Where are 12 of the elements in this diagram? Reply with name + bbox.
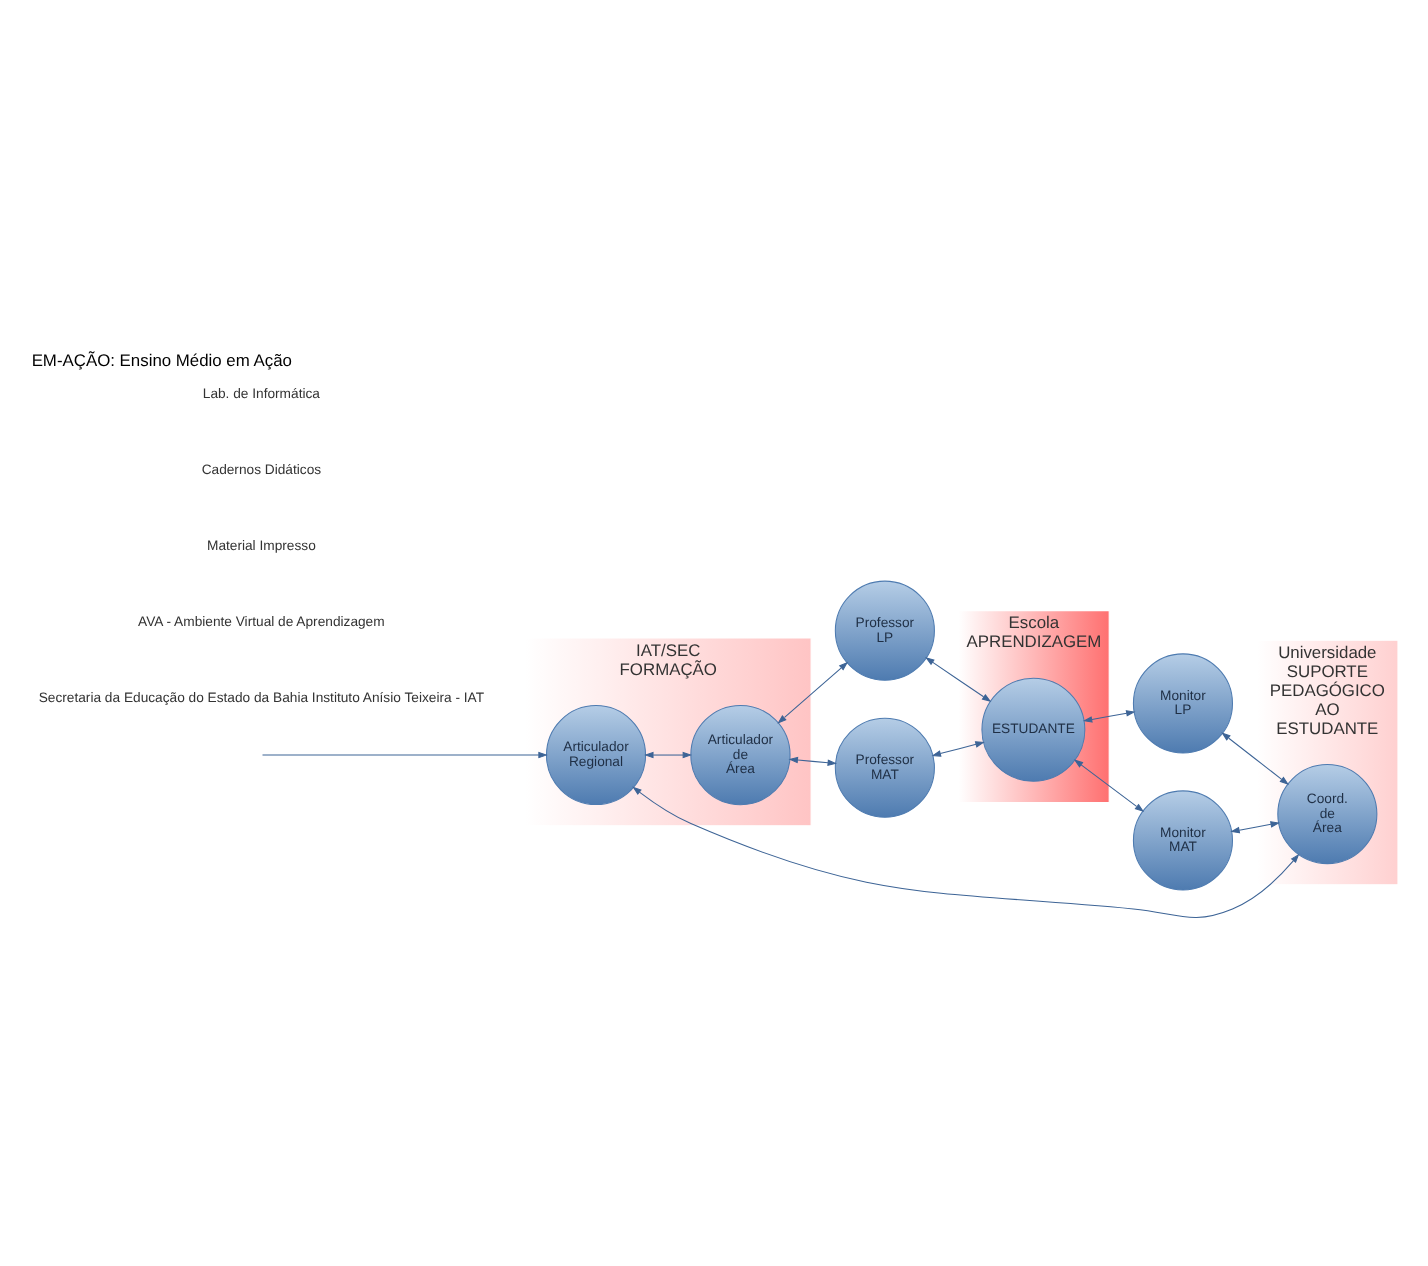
arrow (644, 751, 693, 759)
arrow (1230, 821, 1280, 834)
arrow (788, 756, 838, 766)
arrow (925, 657, 992, 702)
diagram-title: EM-AÇÃO: Ensino Médio em Ação (31, 349, 292, 370)
arrow (777, 661, 849, 724)
arrow (931, 741, 985, 757)
arrow (1073, 759, 1145, 813)
arrow (261, 751, 548, 759)
arrow (632, 786, 1300, 918)
arrow (1082, 710, 1136, 723)
arrow (1221, 732, 1289, 786)
